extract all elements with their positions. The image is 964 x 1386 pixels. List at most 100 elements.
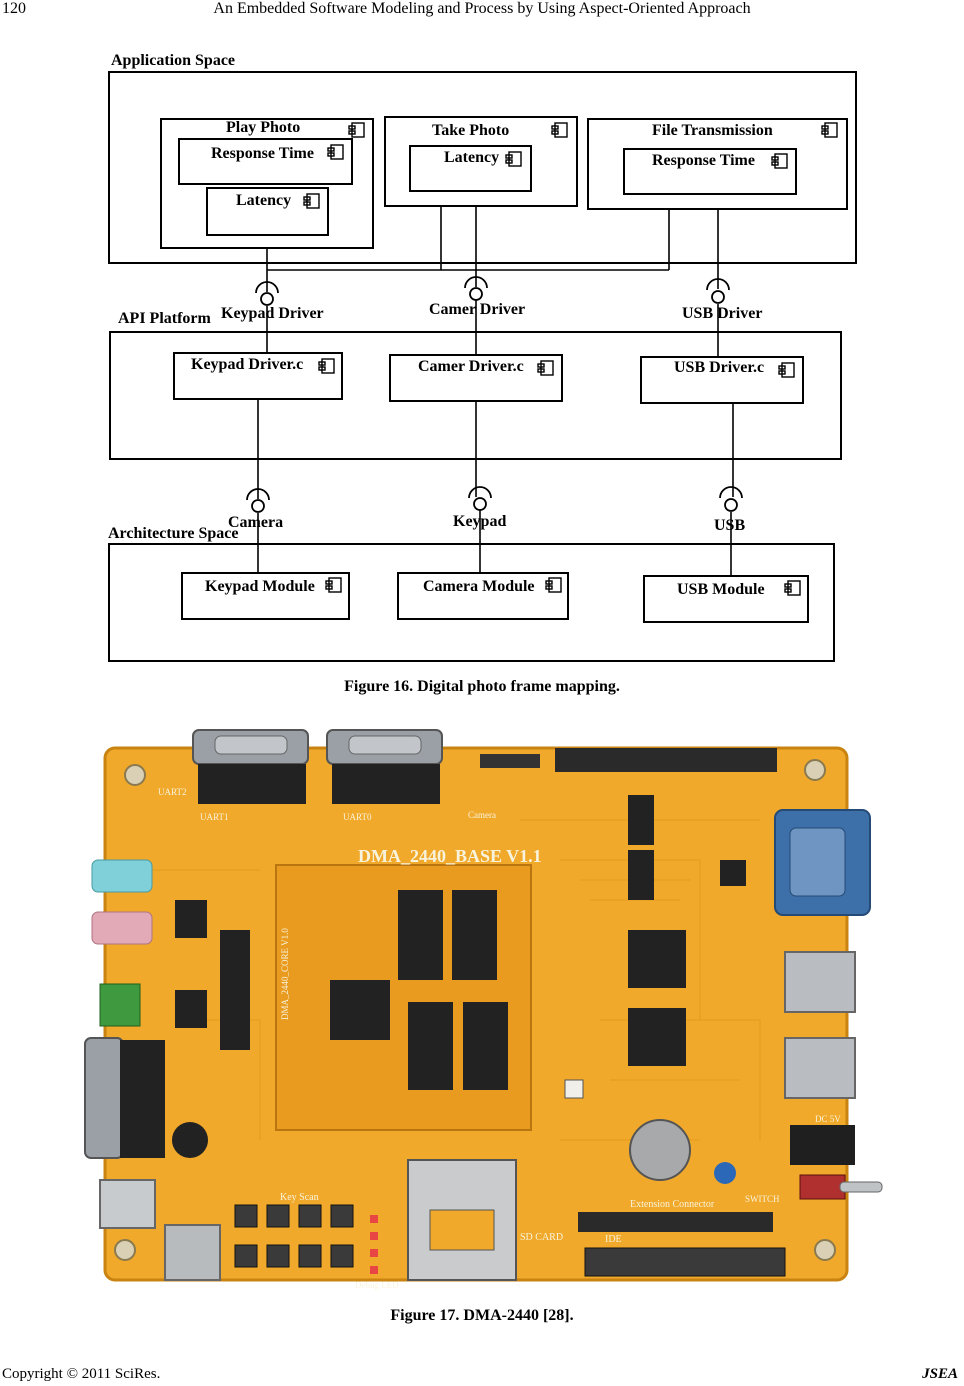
- component-icon: [325, 577, 342, 593]
- dm9000-chip-1: [628, 930, 686, 988]
- play-photo-response-time-label: Response Time: [211, 145, 314, 162]
- serial-connector-top-left: [192, 729, 309, 804]
- usb-module-label: USB Module: [677, 581, 765, 598]
- serial-connector-top-right: [326, 729, 443, 804]
- usb-module-component: [643, 575, 809, 623]
- camera-connector: [480, 754, 540, 768]
- architecture-space-label: Architecture Space: [108, 525, 239, 542]
- sdram-chip-2: [452, 890, 497, 980]
- keypad-module-component: [181, 572, 350, 620]
- component-icon: [348, 122, 365, 138]
- power-terminal: [99, 983, 141, 1027]
- mounting-holes: [114, 759, 836, 1261]
- keypad-driver-interface-icon: [255, 281, 279, 306]
- potentiometer: [714, 1162, 736, 1184]
- ide-text: IDE: [605, 1234, 622, 1245]
- usb-interface-icon: [719, 486, 743, 512]
- play-photo-latency: [206, 187, 329, 236]
- keypad-driver-c-label: Keypad Driver.c: [191, 356, 304, 373]
- application-space-label: Application Space: [111, 52, 236, 69]
- running-title: An Embedded Software Modeling and Proces…: [213, 0, 751, 17]
- uart0-text: UART0: [343, 812, 372, 822]
- dm9000-chip-2: [628, 1008, 686, 1066]
- uart2-text: UART2: [158, 787, 186, 797]
- ethernet-jack-2: [784, 1037, 856, 1099]
- usb-device-port: [164, 1224, 221, 1281]
- file-transmission-label: File Transmission: [652, 122, 773, 139]
- camera-module-label: Camera Module: [423, 578, 535, 595]
- copyright-footer: Copyright © 2011 SciRes.: [2, 1366, 161, 1382]
- usb-driver-interface-label: USB Driver: [682, 305, 763, 322]
- extension-connector: [578, 1212, 773, 1232]
- buffer-chip-2: [628, 850, 654, 900]
- extension-connector-text: Extension Connector: [630, 1199, 715, 1210]
- file-transmission-response-time: [623, 148, 797, 195]
- component-icon: [771, 153, 788, 169]
- play-photo-label: Play Photo: [226, 119, 301, 136]
- usb-host-port: [99, 1179, 156, 1229]
- buzzer: [172, 1122, 208, 1158]
- component-icon: [778, 362, 795, 378]
- keypad-module-label: Keypad Module: [205, 578, 315, 595]
- figure-17-caption: Figure 17. DMA-2440 [28].: [390, 1307, 574, 1324]
- audio-codec-chip: [175, 900, 207, 938]
- small-ic: [720, 860, 746, 886]
- component-icon: [784, 580, 801, 596]
- flash-chip: [463, 1002, 508, 1090]
- file-transmission-response-time-label: Response Time: [652, 152, 755, 169]
- camera-interface-label: Camera: [228, 514, 284, 531]
- component-icon-group: [303, 122, 838, 596]
- uart1-text: UART1: [200, 812, 228, 822]
- usb-driver-c-label: USB Driver.c: [674, 359, 765, 376]
- audio-jack-blue: [91, 859, 153, 893]
- coin-battery: [629, 1119, 691, 1181]
- debug-led-text: Debug LED: [355, 1280, 399, 1290]
- keypad-driver-interface-label: Keypad Driver: [221, 305, 324, 322]
- serial-connector-left: [84, 1037, 165, 1159]
- camera-module-component: [397, 572, 569, 620]
- figure-16-diagram: [108, 71, 857, 662]
- debug-leds: [370, 1215, 378, 1274]
- interface-sockets: [246, 276, 743, 513]
- switch-text: SWITCH: [745, 1194, 780, 1204]
- component-icon: [545, 577, 562, 593]
- key-scan-buttons: [234, 1204, 354, 1268]
- figure-16-caption: Figure 16. Digital photo frame mapping.: [344, 678, 620, 695]
- component-icon: [303, 193, 320, 209]
- camera-text: Camera: [468, 810, 496, 820]
- cpu-chip: [330, 980, 390, 1040]
- take-photo-latency-label: Latency: [444, 149, 500, 166]
- connector-lines: [257, 206, 734, 576]
- take-photo-component: [384, 116, 578, 207]
- vga-connector: [774, 809, 871, 916]
- sd-card-slot: [407, 1159, 517, 1281]
- sdram-chip-1: [398, 890, 443, 980]
- usb-driver-interface-icon: [706, 278, 730, 304]
- nand-chip: [408, 1002, 453, 1090]
- take-photo-label: Take Photo: [432, 122, 510, 139]
- component-icon: [505, 151, 522, 167]
- audio-jack-pink: [91, 911, 153, 945]
- jtag-header: [220, 930, 250, 1050]
- component-icon: [318, 358, 335, 374]
- top-pin-header: [555, 748, 777, 772]
- component-icon: [537, 360, 554, 376]
- dc-power-jack: [790, 1125, 855, 1165]
- journal-footer: JSEA: [922, 1366, 958, 1382]
- core-module-text: DMA_2440_CORE V1.0: [280, 928, 290, 1020]
- component-icon: [551, 122, 568, 138]
- play-photo-latency-label: Latency: [236, 192, 292, 209]
- ethernet-jack-1: [784, 951, 856, 1013]
- camera-interface-icon: [246, 488, 270, 513]
- keypad-interface-label: Keypad: [453, 513, 507, 530]
- component-icon: [327, 144, 344, 160]
- usb-driver-c-component: [640, 356, 804, 404]
- board-title-text: DMA_2440_BASE V1.1: [358, 846, 542, 866]
- architecture-space-box: [108, 543, 835, 662]
- keypad-interface-icon: [468, 486, 492, 511]
- camer-driver-interface-icon: [464, 276, 488, 301]
- camer-driver-c-label: Camer Driver.c: [418, 358, 524, 375]
- take-photo-latency: [409, 145, 532, 192]
- sd-card-text: SD CARD: [520, 1232, 563, 1243]
- rs232-chip: [175, 990, 207, 1028]
